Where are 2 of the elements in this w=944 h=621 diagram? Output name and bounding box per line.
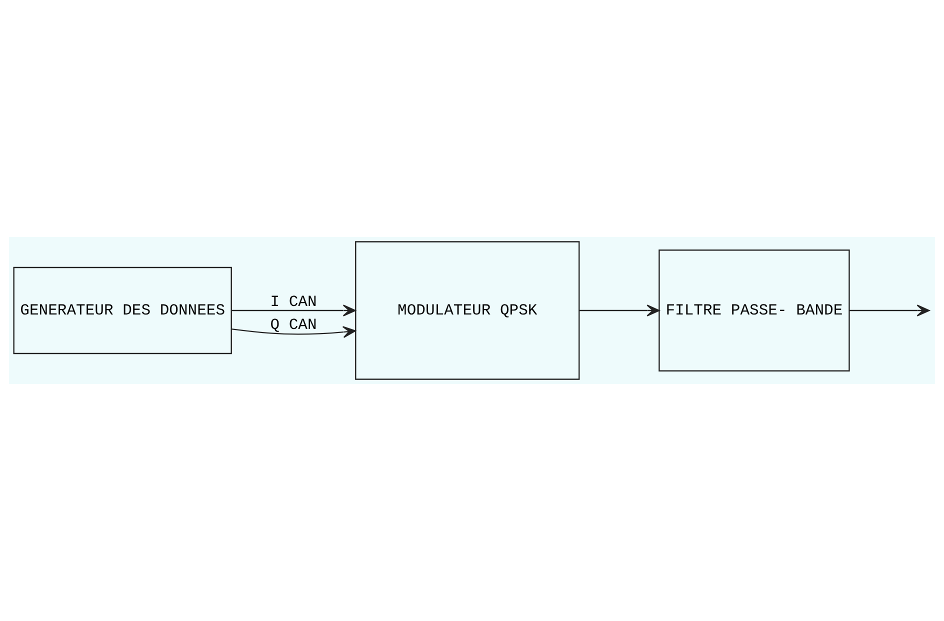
- edge-label: Q CAN: [270, 316, 317, 334]
- edge-label: I CAN: [270, 293, 317, 312]
